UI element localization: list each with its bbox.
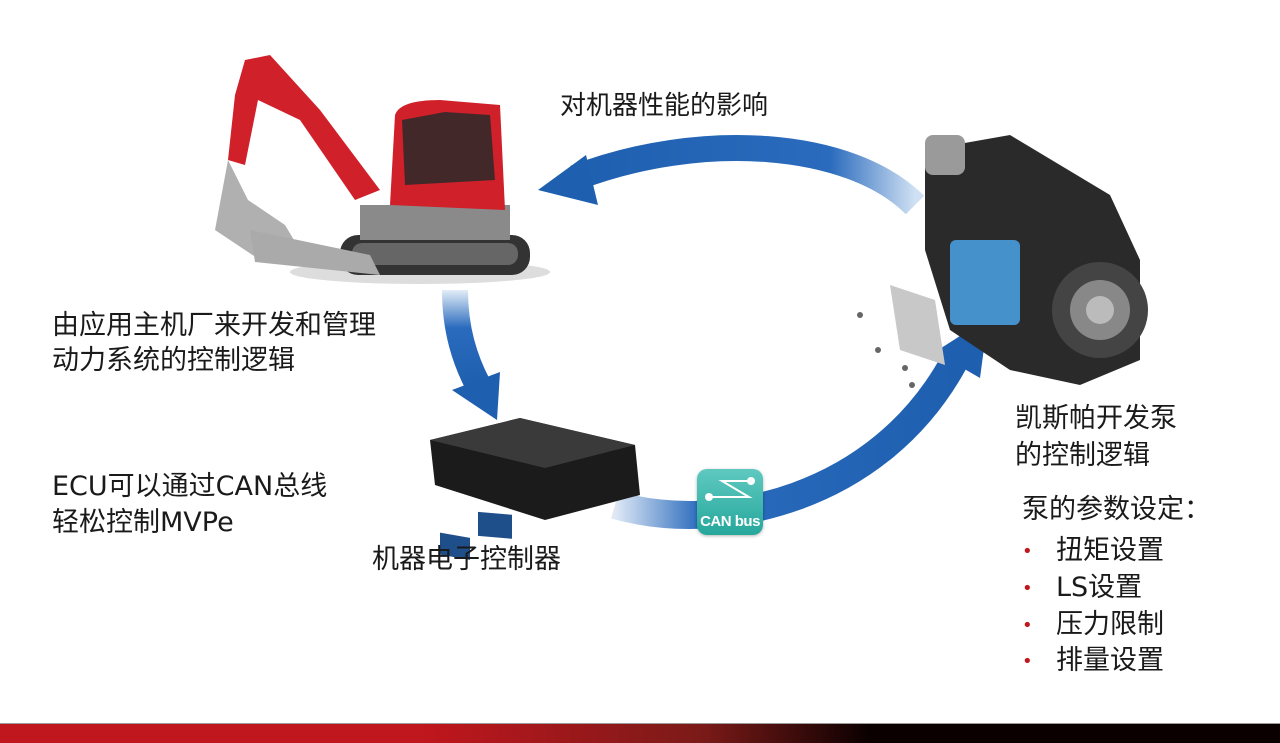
param-text: 扭矩设置 [1056, 535, 1164, 566]
can-bus-label: CAN bus [700, 513, 760, 530]
param-item: • 扭矩设置 [1022, 533, 1164, 570]
bullet-icon: • [1022, 577, 1033, 599]
param-text: LS设置 [1056, 572, 1143, 603]
pump-label-line1: 凯斯帕开发泵 [1015, 403, 1177, 434]
arrow-top [538, 135, 925, 215]
ecu-label-line2: 轻松控制MVPe [52, 507, 234, 538]
arrow-left [442, 289, 500, 420]
params-title: 泵的参数设定： [1022, 494, 1211, 525]
impact-label: 对机器性能的影响 [560, 91, 769, 121]
can-bus-line-icon [705, 477, 755, 501]
param-text: 压力限制 [1056, 609, 1164, 640]
bullet-icon: • [1022, 540, 1033, 562]
pump-image [857, 135, 1148, 388]
footer-bar [0, 723, 1280, 743]
can-bus-icon: CAN bus [697, 469, 763, 535]
param-item: • 排量设置 [1022, 643, 1164, 680]
ecu-label-line1: ECU可以通过CAN总线 [52, 471, 328, 502]
bullet-icon: • [1022, 650, 1033, 672]
oem-label-line2: 动力系统的控制逻辑 [52, 345, 295, 376]
excavator-image [215, 55, 550, 284]
oem-label-line1: 由应用主机厂来开发和管理 [52, 310, 376, 341]
ecu-image [430, 418, 640, 560]
param-item: • 压力限制 [1022, 607, 1164, 644]
machine-ecu-label: 机器电子控制器 [372, 544, 561, 575]
param-item: • LS设置 [1022, 570, 1142, 607]
pump-label-line2: 的控制逻辑 [1015, 440, 1150, 471]
param-text: 排量设置 [1056, 645, 1164, 676]
bullet-icon: • [1022, 614, 1033, 636]
